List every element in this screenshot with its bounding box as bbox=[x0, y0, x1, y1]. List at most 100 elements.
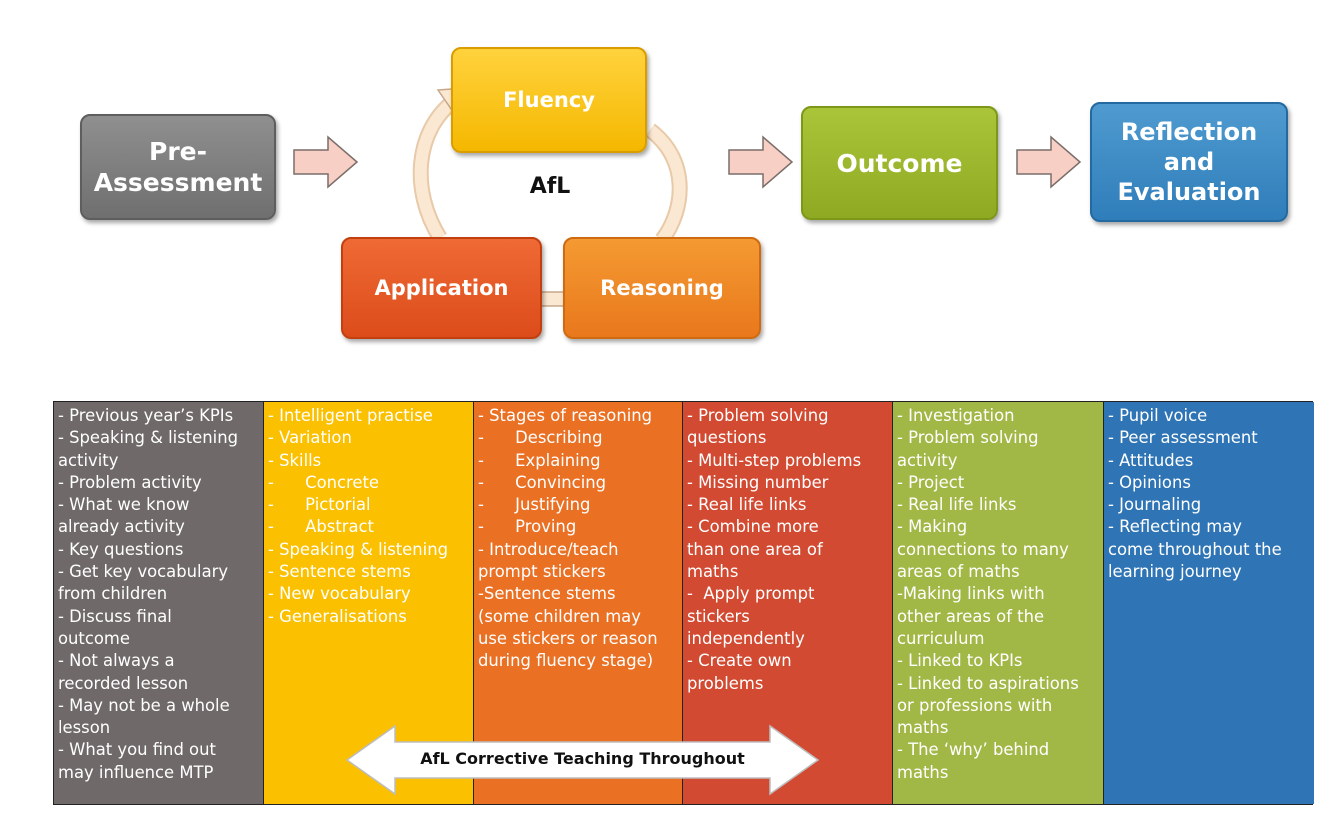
fluency-box: Fluency bbox=[451, 47, 647, 153]
table-cell-line: - Concrete bbox=[268, 472, 380, 492]
table-cell-line: - Create own bbox=[687, 651, 792, 671]
table-cell-line: independently bbox=[687, 628, 805, 648]
table-cell-line: already activity bbox=[58, 517, 185, 537]
table-cell-line: - What we know bbox=[58, 495, 190, 515]
table-cell-line: - Skills bbox=[268, 450, 322, 470]
table-cell-line: stickers bbox=[687, 606, 750, 626]
table-cell-line: - Reflecting may bbox=[1108, 517, 1242, 537]
table-cell-line: - Stages of reasoning bbox=[478, 406, 653, 425]
table-cell-line: - Variation bbox=[268, 428, 352, 448]
table-cell-line: - Introduce/teach bbox=[478, 539, 619, 559]
table-cell-line: other areas of the bbox=[897, 606, 1045, 626]
table-cell-line: - Generalisations bbox=[268, 606, 407, 626]
table-cell-line: areas of maths bbox=[897, 562, 1020, 582]
arrow-right-icon bbox=[293, 135, 359, 189]
table-cell-line: -Sentence stems bbox=[478, 584, 616, 604]
table-cell-line: maths bbox=[897, 718, 949, 738]
table-cell-line: learning journey bbox=[1108, 562, 1242, 582]
table-cell-line: - Speaking & listening bbox=[58, 428, 238, 448]
table-cell-line: recorded lesson bbox=[58, 673, 189, 693]
application-column: - Problem solving questions- Multi-step p… bbox=[683, 402, 893, 804]
table-cell-line: prompt stickers bbox=[478, 562, 606, 582]
table-cell-line: than one area of bbox=[687, 539, 823, 559]
cycle-arrows bbox=[412, 87, 688, 307]
table-cell-line: - Intelligent practise bbox=[268, 406, 433, 425]
table-cell-line: - Combine more bbox=[687, 517, 819, 537]
stage-details-table: - Previous year’s KPIs - Speaking & liste… bbox=[53, 401, 1314, 805]
pre-assessment-label-line-1: Pre- bbox=[149, 137, 207, 166]
table-cell-line: - Convincing bbox=[478, 472, 607, 492]
table-cell-line: - Peer assessment bbox=[1108, 428, 1258, 448]
table-cell-line: during fluency stage) bbox=[478, 651, 654, 671]
table-cell-line: curriculum bbox=[897, 628, 985, 648]
outcome-label: Outcome bbox=[836, 148, 963, 178]
fluency-column: - Intelligent practise - Variation- Skill… bbox=[264, 402, 474, 804]
table-cell-line: - Problem solving bbox=[897, 428, 1039, 448]
application-box: Application bbox=[341, 237, 542, 339]
table-cell-line: - Get key vocabulary bbox=[58, 562, 229, 582]
table-cell-line: questions bbox=[687, 428, 767, 448]
table-cell-line: - Journaling bbox=[1108, 495, 1202, 515]
table-cell-line: (some children may bbox=[478, 606, 641, 626]
table-cell-line: - Explaining bbox=[478, 450, 601, 470]
table-cell-line: - Making bbox=[897, 517, 968, 537]
reasoning-column: - Stages of reasoning - Describing- Expla… bbox=[474, 402, 683, 804]
table-cell-line: may influence MTP bbox=[58, 762, 214, 782]
arrow-right-icon bbox=[728, 135, 794, 189]
table-cell-line: use stickers or reason bbox=[478, 628, 658, 648]
outcome-box: Outcome bbox=[801, 106, 998, 220]
fluency-label: Fluency bbox=[503, 88, 595, 112]
table-cell-line: - Speaking & listening bbox=[268, 539, 448, 559]
table-cell-line: - Real life links bbox=[687, 495, 807, 515]
table-cell-line: maths bbox=[897, 762, 949, 782]
table-cell-line: activity bbox=[897, 450, 958, 470]
table-cell-line: - Not always a bbox=[58, 651, 175, 671]
table-cell-line: problems bbox=[687, 673, 764, 693]
table-cell-line: - May not be a whole bbox=[58, 695, 230, 715]
table-cell-line: - Multi-step problems bbox=[687, 450, 862, 470]
table-cell-line: - The ‘why’ behind bbox=[897, 740, 1050, 760]
table-cell-line: - Justifying bbox=[478, 495, 591, 515]
pre-assessment-column: - Previous year’s KPIs - Speaking & liste… bbox=[54, 402, 264, 804]
afl-corrective-teaching-label: AfL Corrective Teaching Throughout bbox=[420, 749, 745, 768]
table-cell-line: - Sentence stems bbox=[268, 562, 411, 582]
table-cell-line: - Key questions bbox=[58, 539, 184, 559]
application-label: Application bbox=[374, 276, 509, 300]
table-cell-line: - Describing bbox=[478, 428, 603, 448]
reflection-evaluation-box: Reflection and Evaluation bbox=[1090, 102, 1288, 222]
table-cell-line: lesson bbox=[58, 718, 111, 738]
reflection-column: - Pupil voice- Peer assessment- Attitude… bbox=[1104, 402, 1314, 804]
table-cell-line: - Previous year’s KPIs bbox=[58, 406, 234, 425]
table-cell-line: come throughout the bbox=[1108, 539, 1282, 559]
table-cell-line: maths bbox=[687, 562, 739, 582]
afl-label: AfL bbox=[529, 174, 571, 199]
table-cell-line: - Missing number bbox=[687, 472, 829, 492]
table-cell-line: activity bbox=[58, 450, 119, 470]
table-cell-line: - Opinions bbox=[1108, 472, 1191, 492]
arrow-right-icon bbox=[1016, 135, 1082, 189]
table-cell-line: - Problem activity bbox=[58, 472, 202, 492]
reflection-label-line-1: Reflection bbox=[1120, 118, 1258, 146]
table-cell-line: - Project bbox=[897, 472, 965, 492]
table-cell-line: - Pictorial bbox=[268, 495, 371, 515]
table-cell-line: from children bbox=[58, 584, 168, 604]
table-cell-line: - Apply prompt bbox=[687, 584, 815, 604]
table-cell-line: - What you find out bbox=[58, 740, 216, 760]
pre-assessment-label-line-2: Assessment bbox=[93, 168, 263, 197]
table-cell-line: - Problem solving bbox=[687, 406, 829, 425]
table-cell-line: - Discuss final bbox=[58, 606, 172, 626]
double-arrow-icon bbox=[345, 724, 820, 796]
table-cell-line: - Investigation bbox=[897, 406, 1015, 425]
table-cell-line: - Linked to aspirations bbox=[897, 673, 1079, 693]
table-cell-line: or professions with bbox=[897, 695, 1053, 715]
table-cell-line: - Real life links bbox=[897, 495, 1017, 515]
table-cell-line: - Proving bbox=[478, 517, 577, 537]
table-cell-line: connections to many bbox=[897, 539, 1069, 559]
reasoning-box: Reasoning bbox=[563, 237, 761, 339]
table-cell-line: - Linked to KPIs bbox=[897, 651, 1023, 671]
table-cell-line: - New vocabulary bbox=[268, 584, 411, 604]
reasoning-label: Reasoning bbox=[600, 276, 724, 300]
reflection-label-line-2: and bbox=[1163, 148, 1215, 176]
table-cell-line: -Making links with bbox=[897, 584, 1045, 604]
